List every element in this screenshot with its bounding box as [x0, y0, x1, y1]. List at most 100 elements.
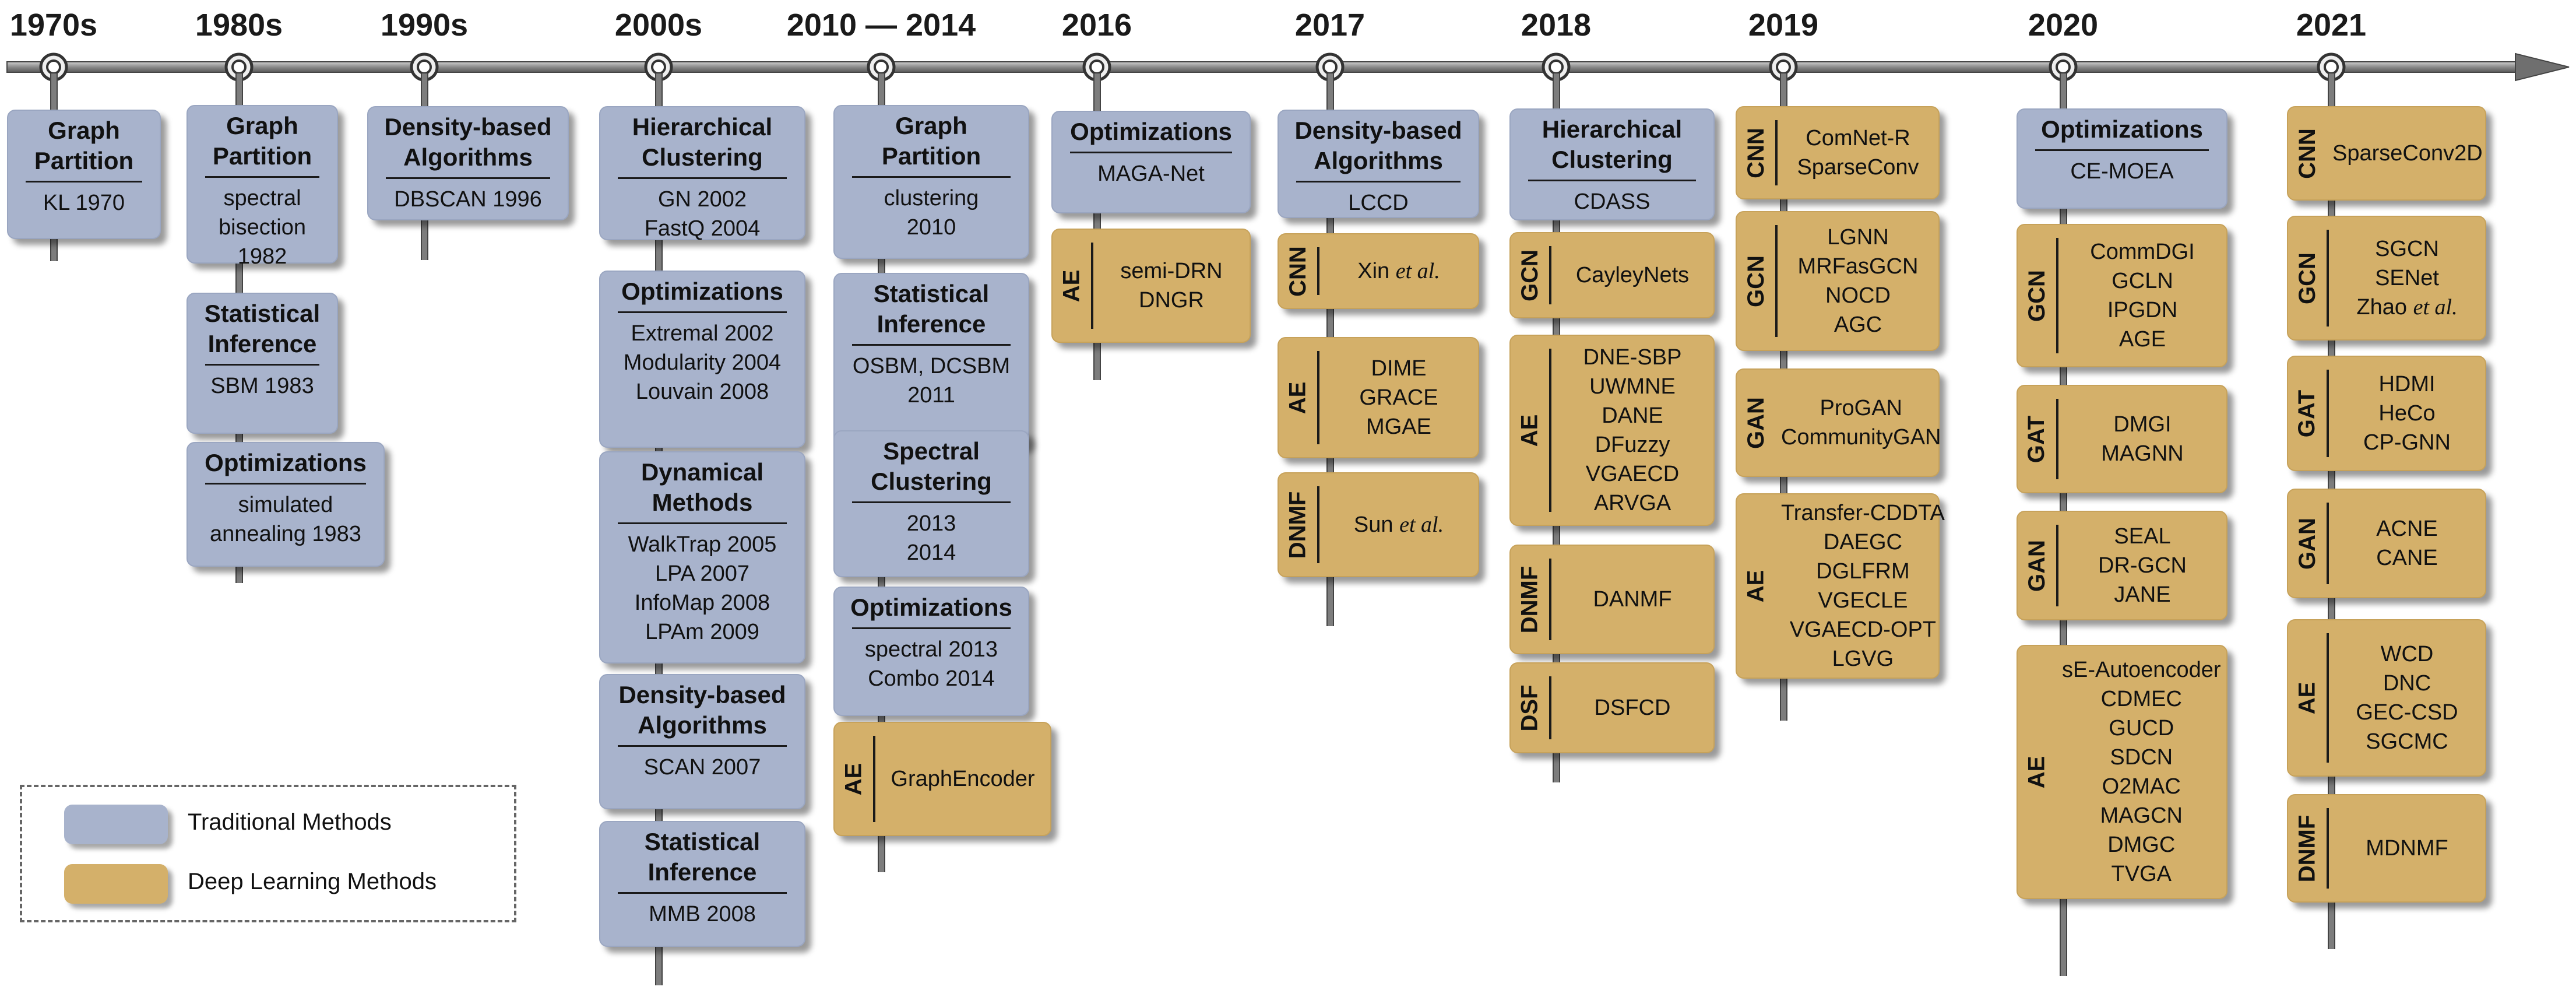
method-item: FastQ 2004 — [644, 216, 761, 241]
year-label-2021: 2021 — [2296, 8, 2367, 43]
year-label-2016: 2016 — [1061, 8, 1132, 43]
card-title: Optimizations — [1070, 118, 1232, 145]
category-divider — [1775, 120, 1778, 185]
category-label: GCN — [1737, 212, 1775, 350]
method-item: SparseConv2D — [2332, 141, 2483, 166]
method-item: 2013 — [906, 511, 956, 536]
category-label-text: AE — [1516, 414, 1543, 447]
method-item: DR-GCN — [2098, 553, 2187, 578]
method-item: WalkTrap 2005 — [628, 532, 777, 557]
card-title: Optimizations — [205, 449, 367, 476]
category-label-text: GAT — [2024, 415, 2050, 463]
method-item: DSFCD — [1594, 696, 1671, 720]
category-divider — [1775, 225, 1778, 337]
category-divider — [2327, 370, 2329, 457]
method-list: GraphEncoder — [875, 723, 1050, 835]
year-label-2017: 2017 — [1294, 8, 1366, 43]
method-item: SEAL — [2114, 524, 2171, 549]
method-item: Xin et al. — [1357, 259, 1440, 283]
category-label-text: GAN — [2024, 539, 2050, 592]
category-label: GAN — [2288, 490, 2327, 597]
title-divider — [618, 892, 787, 894]
method-item: sE-Autoencoder — [2062, 658, 2221, 682]
title-divider — [205, 364, 319, 366]
timeline-node-inner — [651, 59, 666, 75]
method-item: UWMNE — [1589, 374, 1676, 399]
timeline-node-inner — [1549, 59, 1564, 75]
method-item: JANE — [2114, 582, 2171, 607]
method-item: 2011 — [907, 383, 955, 408]
category-label-text: GCN — [2294, 252, 2320, 304]
year-label-1980s: 1980s — [195, 8, 283, 43]
method-item: DGLFRM — [1816, 559, 1910, 584]
method-item: spectral 2013 — [864, 637, 998, 662]
category-label: GAN — [2018, 512, 2056, 619]
category-label: CNN — [2288, 107, 2327, 199]
method-item: Modularity 2004 — [623, 350, 782, 375]
category-label-text: DNMF — [1516, 566, 1543, 633]
card-title: Graph Partition — [212, 112, 312, 170]
method-item: CANE — [2376, 546, 2438, 570]
method-item: CommDGI — [2090, 240, 2195, 264]
method-list: DSFCD — [1551, 663, 1713, 752]
method-item: MMB 2008 — [649, 902, 756, 926]
method-item: Sun et al. — [1353, 512, 1444, 537]
method-list: Xin et al. — [1319, 234, 1478, 308]
method-item: MGAE — [1366, 415, 1431, 439]
year-label-1990s: 1990s — [380, 8, 469, 43]
title-divider — [618, 522, 787, 524]
method-list: SEAL DR-GCN JANE — [2058, 512, 2226, 619]
category-divider — [1549, 676, 1551, 739]
category-label: DNMF — [1511, 546, 1549, 653]
title-divider — [1296, 181, 1461, 182]
timeline-node-inner — [417, 59, 432, 75]
method-list: LCCD — [1279, 188, 1478, 223]
category-label: AE — [1053, 230, 1091, 342]
year-label-2000s: 2000s — [614, 8, 703, 43]
category-label-text: DNMF — [2294, 815, 2320, 882]
method-item: 2014 — [906, 540, 956, 565]
category-divider — [1091, 243, 1093, 329]
category-divider — [1317, 486, 1319, 563]
category-label-text: AE — [1285, 381, 1311, 414]
category-divider — [2327, 808, 2329, 889]
method-item: clustering — [884, 186, 979, 210]
year-label-2020: 2020 — [2028, 8, 2099, 43]
year-label-2019: 2019 — [1748, 8, 1819, 43]
timeline-node-inner — [874, 59, 889, 75]
method-item: SDCN — [2110, 745, 2173, 770]
method-item: SGCMC — [2366, 729, 2448, 754]
method-item: Combo 2014 — [868, 666, 995, 691]
method-item: GUCD — [2109, 716, 2174, 740]
method-list: Sun et al. — [1319, 473, 1478, 576]
card-title: Dynamical Methods — [641, 458, 764, 516]
method-item: DBSCAN 1996 — [394, 187, 542, 212]
timeline-node-inner — [231, 59, 247, 75]
method-item: SGCN — [2375, 237, 2439, 261]
card-title: Graph Partition — [34, 117, 134, 174]
title-divider — [2035, 149, 2209, 151]
method-item: GCLN — [2112, 269, 2173, 293]
method-item: LGVG — [1832, 647, 1894, 671]
